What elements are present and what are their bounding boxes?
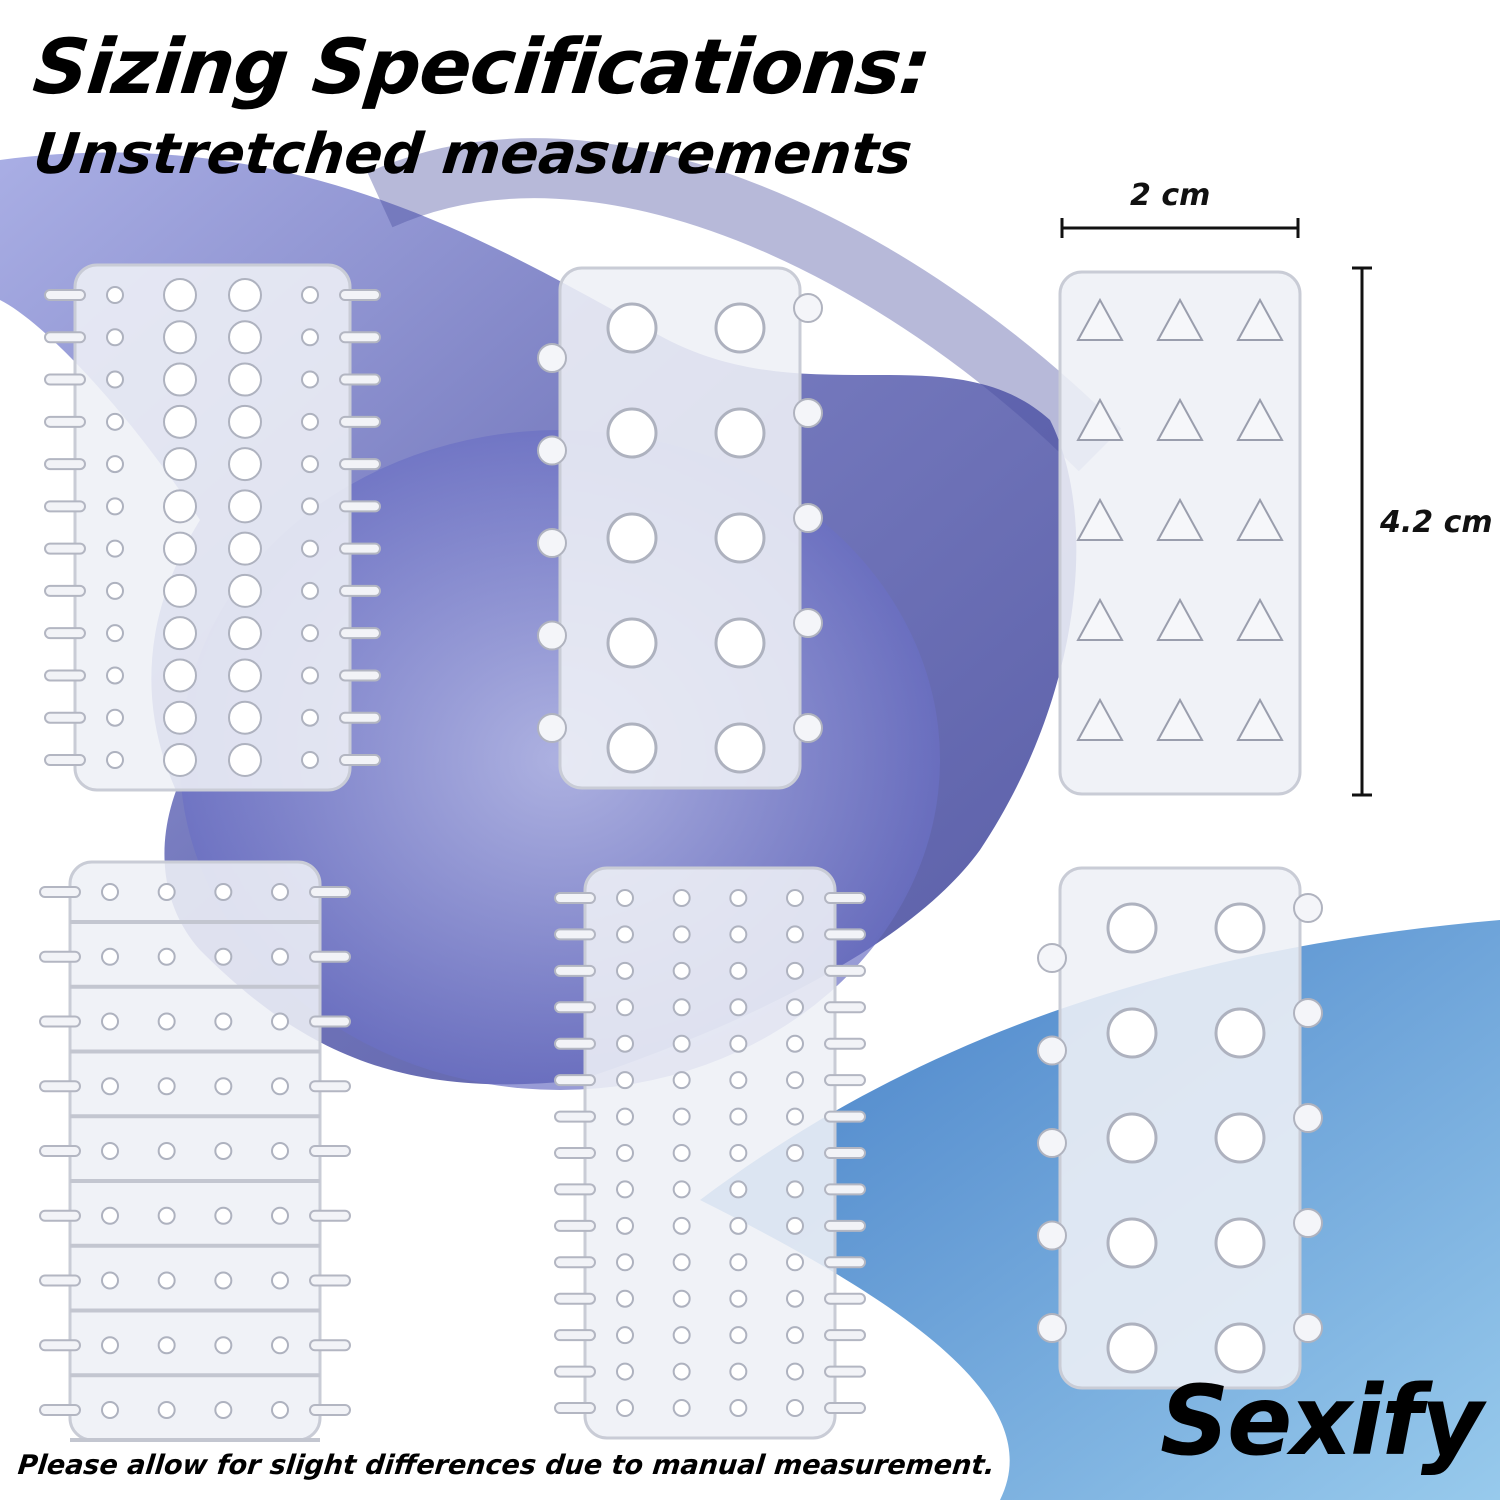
height-label: 4.2 cm (1380, 505, 1493, 540)
height-dimension-line (1352, 266, 1372, 797)
product-sleeve-large-nubs (1037, 866, 1323, 1390)
product-sleeve-large-nubs (537, 266, 823, 790)
product-sleeve-ribbed-spikes (39, 860, 351, 1442)
product-sleeve-dense-spikes (554, 866, 866, 1440)
measurement-disclaimer: Please allow for slight differences due … (16, 1450, 997, 1481)
width-label: 2 cm (1130, 178, 1211, 213)
product-sleeve-spiked-and-dotted (44, 263, 381, 792)
brand-logo: Sexify (1160, 1365, 1483, 1477)
product-sleeve-pyramid-studs (1058, 270, 1302, 796)
width-dimension-line (1060, 218, 1300, 238)
